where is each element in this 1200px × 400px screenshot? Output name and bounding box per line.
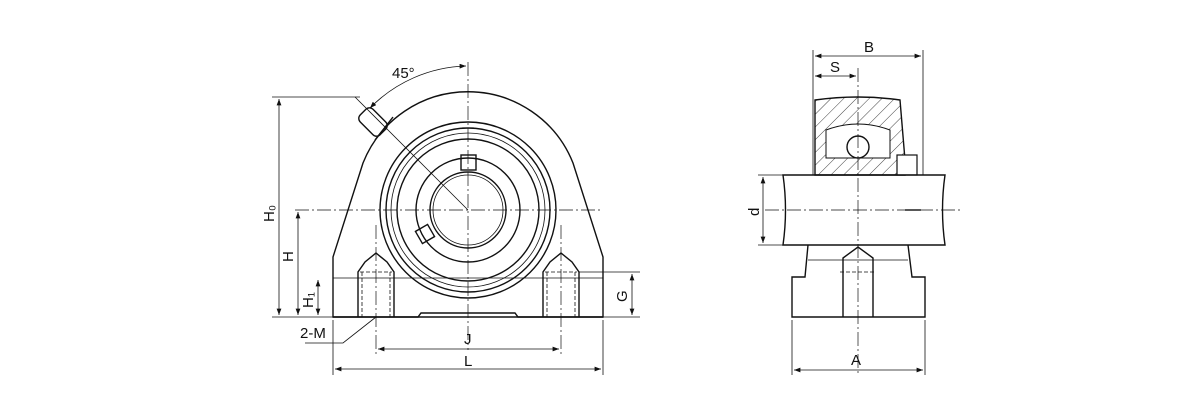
side-view: B S d A [746, 39, 960, 375]
angle-label: 45° [392, 65, 415, 82]
set-screw-top [460, 154, 477, 171]
angle-dimension-arc [369, 63, 467, 109]
label-h: H [280, 251, 297, 262]
label-a: A [851, 352, 861, 369]
angle-line [354, 96, 469, 211]
label-j: J [464, 331, 472, 348]
shaft [782, 174, 946, 246]
bolt-right [542, 252, 580, 317]
pedestal-outline [791, 244, 926, 318]
label-l: L [464, 353, 472, 370]
label-b: B [864, 39, 874, 56]
label-h1: H₁ [300, 292, 317, 308]
set-screw-side [896, 154, 918, 176]
bolt-leader [305, 316, 377, 344]
front-view: 45° H₀ H H₁ G J L 2-M [261, 62, 640, 375]
set-screw-side [414, 223, 436, 245]
label-d: d [746, 208, 763, 216]
grease-fitting [358, 107, 394, 141]
label-g: G [614, 290, 631, 302]
label-h0: H₀ [261, 205, 278, 222]
label-s: S [830, 59, 840, 76]
bolt-left [357, 252, 395, 317]
label-2m: 2-M [300, 325, 326, 342]
